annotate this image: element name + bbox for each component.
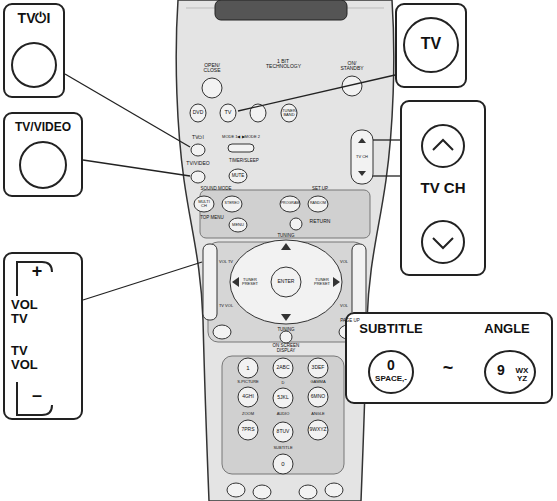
- remote-label: MODE 1◀ ▶MODE 2: [222, 135, 260, 139]
- remote-label: RANDOM: [310, 202, 326, 206]
- remote-label: SET UP: [312, 187, 328, 192]
- remote-label: STEREO: [225, 202, 240, 206]
- remote-label: 3DEF: [312, 365, 325, 370]
- remote-label: SUBTITLE: [273, 446, 292, 450]
- button-label: 9: [491, 363, 511, 378]
- remote-label: PROGRAM: [281, 202, 300, 206]
- remote-label: OPEN/ CLOSE: [199, 63, 225, 74]
- button-label: TV VOL: [11, 344, 53, 371]
- callout-box: TV⏻I: [3, 3, 65, 98]
- remote-label: 1 BIT TECHNOLOGY: [266, 59, 300, 70]
- button-label: +: [25, 262, 49, 281]
- button-label: TV⏻I: [3, 11, 65, 26]
- remote-label: 8TUV: [277, 429, 290, 434]
- remote-label: D: [282, 381, 285, 385]
- callout-box: TV: [395, 3, 467, 88]
- remote-label: RETURN: [310, 219, 331, 224]
- button-label: VOL TV: [11, 298, 53, 325]
- remote-label: TV/VIDEO: [186, 161, 209, 166]
- remote-label: AUDIO: [277, 412, 290, 416]
- button-label: TV CH: [400, 180, 486, 196]
- remote-label: 7PRS: [241, 427, 254, 432]
- remote-label: TIMER/SLEEP: [229, 159, 259, 164]
- remote-label: ZOOM: [242, 412, 254, 416]
- remote-label: DVD: [193, 110, 204, 115]
- button-label: SPACE,-: [369, 375, 413, 383]
- remote-label: TOP MENU: [200, 216, 224, 221]
- remote-label: TUNER BAND: [282, 109, 296, 117]
- remote-label: TUNING: [277, 328, 294, 333]
- remote-label: 4GHI: [242, 394, 254, 399]
- remote-label: ON SCREEN DISPLAY: [264, 344, 308, 353]
- remote-label: TV: [224, 110, 231, 116]
- remote-label: ENTER: [278, 279, 295, 284]
- button-label: SUBTITLE: [349, 322, 433, 336]
- button-label: TV: [395, 36, 467, 53]
- remote-label: TV CH: [356, 155, 368, 159]
- callout-box: + VOL TV TV VOL –: [3, 252, 83, 420]
- remote-label: 9WXYZ: [309, 427, 326, 432]
- remote-label: ANGLE: [311, 412, 325, 416]
- remote-label: GAMMA: [310, 380, 325, 384]
- callout-box: TV CH: [400, 100, 486, 276]
- remote-label: MULTI CH: [197, 200, 211, 208]
- remote-label: TV⏻I: [192, 135, 204, 140]
- button-label: –: [25, 386, 49, 405]
- remote-label: 2ABC: [276, 365, 289, 370]
- button-label: WX YZ: [512, 367, 532, 384]
- remote-label: ON/ STANDBY: [337, 61, 367, 72]
- remote-label: TUNER PRESET: [312, 278, 332, 286]
- remote-label: VOL TV: [219, 260, 233, 264]
- remote-label: 0: [281, 461, 284, 467]
- remote-label: TUNER PRESET: [240, 278, 260, 286]
- remote-label: 6MNO: [311, 394, 325, 399]
- button-label: ~: [433, 359, 463, 378]
- button-label: ANGLE: [467, 322, 547, 336]
- remote-label: MUTE: [232, 174, 245, 179]
- remote-label: MENU: [232, 223, 244, 227]
- remote-label: VOL: [340, 304, 348, 308]
- remote-label: 5JKL: [277, 395, 288, 400]
- button-label: 0: [376, 358, 406, 373]
- callout-box: TV/VIDEO: [3, 112, 83, 197]
- remote-label: TV VOL: [219, 304, 233, 308]
- remote-label: TUNING: [277, 234, 294, 239]
- remote-label: VOL: [340, 260, 348, 264]
- button-label: TV/VIDEO: [3, 121, 83, 134]
- remote-label: SOUND MODE: [200, 187, 231, 192]
- remote-label: 1: [246, 365, 249, 371]
- callout-box: SUBTITLE 0SPACE,- ~ ANGLE 9WX YZ: [345, 312, 553, 404]
- remote-label: PAGE UP: [340, 319, 360, 324]
- remote-label: S-PICTURE: [237, 380, 259, 384]
